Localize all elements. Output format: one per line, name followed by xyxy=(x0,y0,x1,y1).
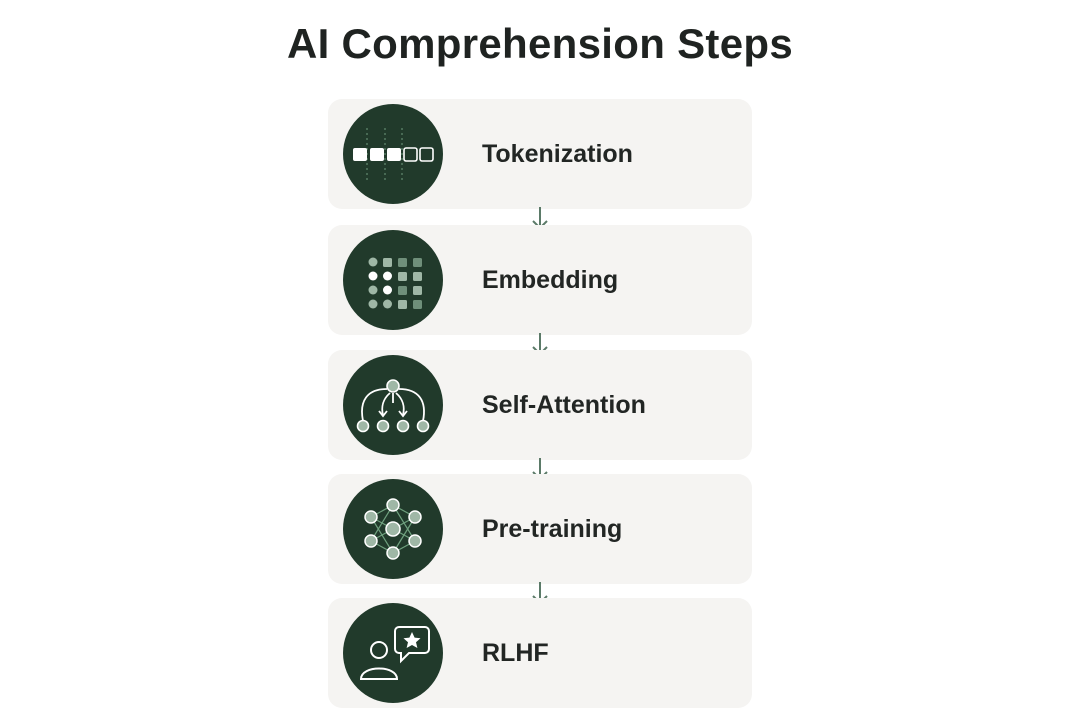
step-embedding: Embedding xyxy=(328,225,752,335)
attention-tree-icon xyxy=(343,355,443,455)
step-rlhf: RLHF xyxy=(328,598,752,708)
step-self-attention: Self-Attention xyxy=(328,350,752,460)
embedding-grid-icon xyxy=(343,230,443,330)
human-feedback-icon xyxy=(343,603,443,703)
step-label: Embedding xyxy=(482,266,619,294)
step-label: Tokenization xyxy=(482,140,633,168)
step-pre-training: Pre-training xyxy=(328,474,752,584)
diagram-title: AI Comprehension Steps xyxy=(286,20,793,67)
step-label: Pre-training xyxy=(482,515,623,543)
step-label: Self-Attention xyxy=(482,391,646,419)
tokens-icon xyxy=(343,104,443,204)
step-tokenization: Tokenization xyxy=(328,99,752,209)
step-label: RLHF xyxy=(482,639,549,667)
neural-network-icon xyxy=(343,479,443,579)
